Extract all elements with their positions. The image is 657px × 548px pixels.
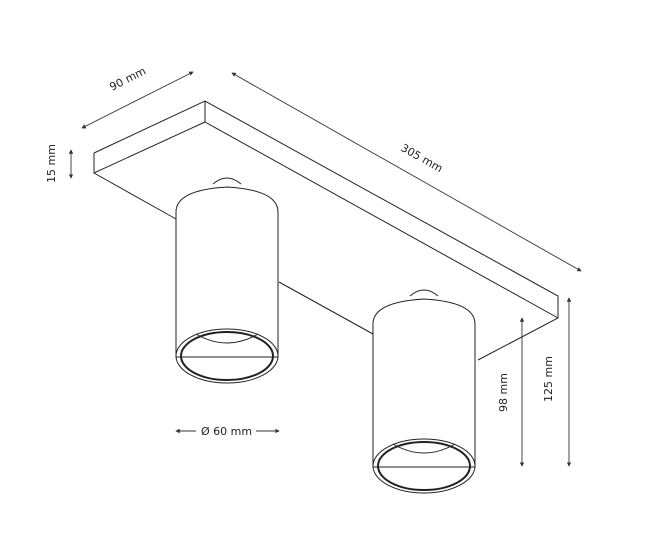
dimension-diameter-label: Ø 60 mm [201, 425, 252, 438]
dimension-spot-height: 98 mm [497, 317, 525, 467]
dimension-thickness-label: 15 mm [45, 144, 58, 183]
mounting-plate [93, 100, 559, 361]
dimension-thickness: 15 mm [45, 144, 74, 183]
dimension-diameter: Ø 60 mm [175, 425, 280, 438]
dimension-total-height-label: 125 mm [542, 356, 555, 402]
dimension-length-label: 305 mm [399, 141, 445, 175]
dimension-length: 305 mm [231, 72, 582, 272]
dimension-width: 90 mm [81, 64, 194, 129]
spotlight-1 [175, 177, 279, 384]
dimension-total-height: 125 mm [542, 297, 572, 467]
dimension-spot-height-label: 98 mm [497, 373, 510, 412]
spotlight-2 [372, 289, 476, 494]
dimension-width-label: 90 mm [107, 64, 148, 93]
